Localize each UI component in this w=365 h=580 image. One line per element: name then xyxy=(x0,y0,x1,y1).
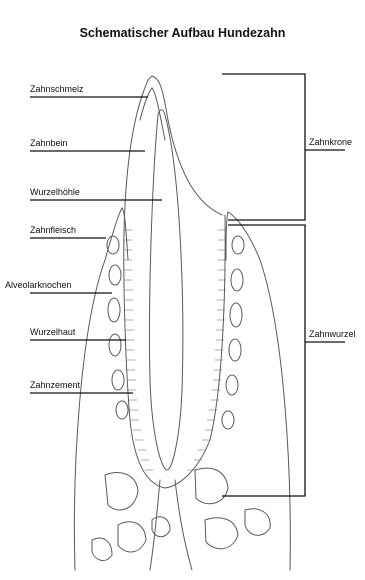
bone-cell xyxy=(232,236,244,254)
label-zahnbein: Zahnbein xyxy=(30,138,68,149)
bone-cell xyxy=(116,401,128,419)
bone-cell xyxy=(109,334,121,356)
bone-cell xyxy=(230,303,242,327)
bone-chamber xyxy=(205,518,238,549)
dentin-outline xyxy=(140,88,165,140)
bone-cell xyxy=(108,298,120,322)
bone-chamber xyxy=(195,468,228,504)
label-wurzelhoehle: Wurzelhöhle xyxy=(30,187,80,198)
label-zahnzement: Zahnzement xyxy=(30,380,80,391)
periodontal-hatching-right xyxy=(188,230,226,470)
label-zahnfleisch: Zahnfleisch xyxy=(30,225,76,236)
bone-cell xyxy=(109,265,121,285)
label-zahnwurzel: Zahnwurzel xyxy=(309,329,356,340)
bone-cell xyxy=(112,370,124,390)
label-alveolarknochen: Alveolarknochen xyxy=(5,280,72,291)
root-outer xyxy=(124,205,225,488)
bone-chamber xyxy=(92,538,112,560)
bone-chamber xyxy=(105,473,138,510)
bone-chamber xyxy=(245,509,270,536)
bone-cell xyxy=(226,375,238,395)
gum-outline-right xyxy=(226,212,290,570)
periodontal-hatching-left xyxy=(124,230,153,470)
label-zahnkrone: Zahnkrone xyxy=(309,137,352,148)
root-canal xyxy=(150,480,192,570)
bone-chamber xyxy=(118,522,146,552)
bracket-zahnkrone xyxy=(222,74,305,220)
label-zahnschmelz: Zahnschmelz xyxy=(30,84,84,95)
pulp-cavity xyxy=(149,110,182,470)
diagram-title: Schematischer Aufbau Hundezahn xyxy=(0,26,365,40)
bone-cell xyxy=(229,339,241,361)
label-wurzelhaut: Wurzelhaut xyxy=(30,327,75,338)
bone-cell xyxy=(222,411,234,429)
bone-chamber xyxy=(152,517,170,537)
bone-cell xyxy=(231,269,243,291)
